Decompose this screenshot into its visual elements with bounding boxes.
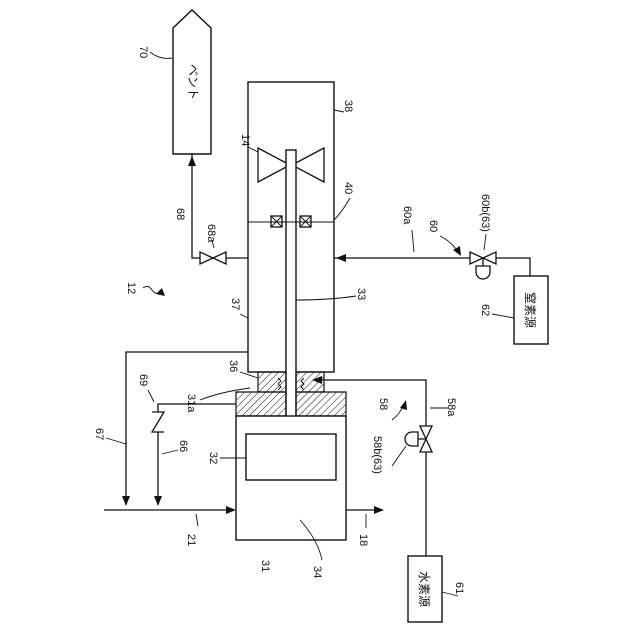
label-33: 33 <box>355 288 367 300</box>
leader-40 <box>334 198 350 220</box>
label-60: 60 <box>427 220 439 232</box>
label-40: 40 <box>342 182 354 194</box>
line-66 <box>154 404 236 506</box>
label-66: 66 <box>177 440 189 452</box>
label-21: 21 <box>185 534 197 546</box>
valve-58b[interactable] <box>405 426 432 452</box>
label-32: 32 <box>207 452 219 464</box>
label-68a: 68a <box>205 224 217 243</box>
label-38: 38 <box>342 100 354 112</box>
leader-37 <box>240 314 248 318</box>
label-61: 61 <box>453 582 465 594</box>
leader-12 <box>143 286 165 296</box>
hydrogen-source-box: 水素源 <box>408 556 442 622</box>
vent-label: ベント <box>186 64 200 100</box>
shaft-33 <box>286 150 296 435</box>
label-18: 18 <box>357 534 369 546</box>
label-69: 69 <box>137 374 149 386</box>
label-31: 31 <box>259 560 271 572</box>
valve-68a[interactable] <box>200 252 226 264</box>
check-valve-69[interactable] <box>152 412 164 432</box>
leader-60 <box>440 236 461 256</box>
leader-67 <box>106 438 126 444</box>
label-36: 36 <box>227 360 239 372</box>
label-70: 70 <box>137 46 149 58</box>
block-32 <box>246 434 336 480</box>
leader-60a <box>412 230 414 252</box>
leader-69 <box>148 390 154 402</box>
label-14: 14 <box>239 134 251 146</box>
nitrogen-source-label: 窒素源 <box>523 292 538 328</box>
leader-60b <box>484 234 486 250</box>
label-37: 37 <box>229 298 241 310</box>
nitrogen-source-box: 窒素源 <box>514 276 548 344</box>
label-12: 12 <box>125 282 137 294</box>
valve-60b[interactable] <box>470 252 496 279</box>
label-58: 58 <box>377 398 389 410</box>
label-62: 62 <box>479 304 491 316</box>
label-60a: 60a <box>401 206 413 225</box>
leader-70 <box>150 52 172 58</box>
label-68: 68 <box>174 208 186 220</box>
outlet-line-18 <box>346 506 384 514</box>
leader-36 <box>240 372 258 378</box>
leader-58b <box>392 446 406 466</box>
leader-21 <box>196 514 198 526</box>
leader-66 <box>162 450 178 454</box>
leader-62 <box>492 314 514 318</box>
nitrogen-line-60 <box>334 254 530 276</box>
vent-line-68 <box>188 154 248 258</box>
vent-box: ベント <box>173 10 211 154</box>
inlet-line-21 <box>104 506 236 514</box>
label-34: 34 <box>311 566 323 578</box>
hydrogen-source-label: 水素源 <box>417 571 431 607</box>
label-67: 67 <box>93 428 105 440</box>
leader-58 <box>392 400 407 420</box>
label-60b: 60b(63) <box>479 194 491 232</box>
label-58b: 58b(63) <box>371 436 383 474</box>
